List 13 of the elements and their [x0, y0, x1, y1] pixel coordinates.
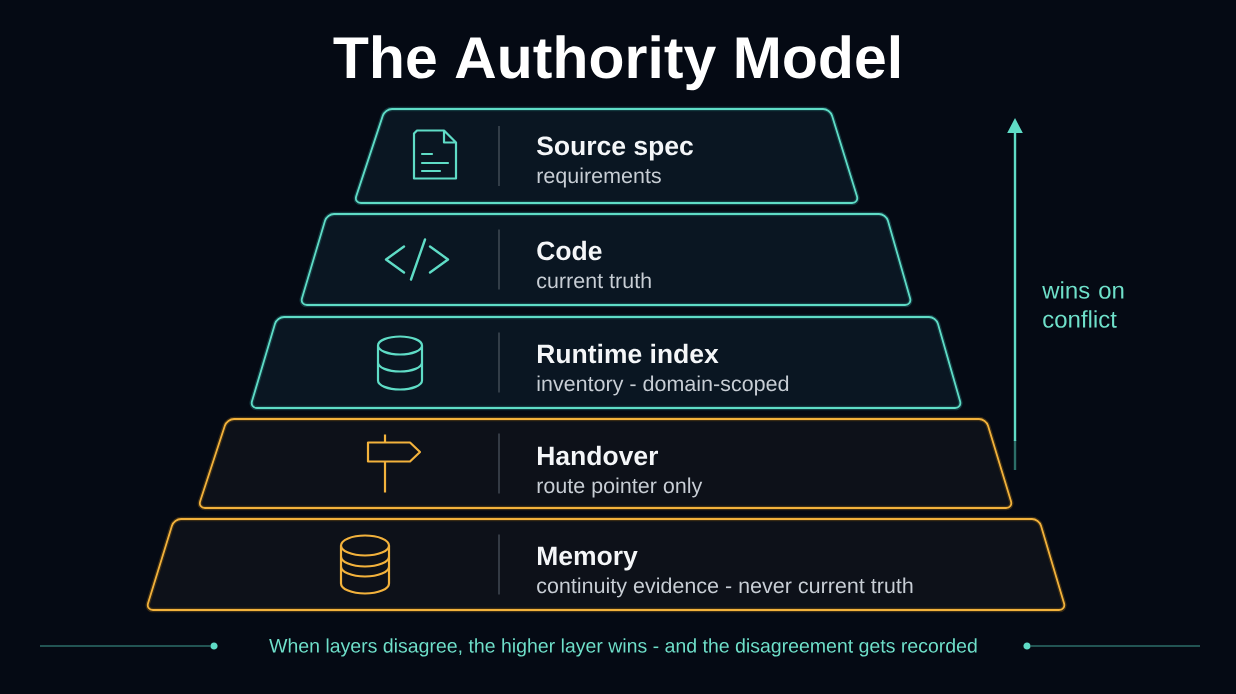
layer-title: Memory	[538, 546, 638, 571]
title: The Authority Model	[333, 35, 899, 91]
layer-subtitle: requirements	[537, 167, 661, 188]
layer-subtitle: route pointer only	[537, 477, 703, 498]
layer-subtitle: continuity evidence - never current truth	[537, 577, 913, 598]
caption: When layers disagree, the higher layer wins - and the disagreement gets recorded	[269, 638, 977, 657]
layer-subtitle: current truth	[537, 272, 651, 289]
layer-title: Runtime index	[538, 343, 719, 364]
layer-title: Source spec	[537, 136, 693, 161]
layer-title: Code	[537, 240, 602, 261]
side-label: wins on conflict	[1042, 281, 1124, 328]
layer-title: Handover	[538, 445, 659, 466]
layer-subtitle: inventory - domain-scoped	[537, 375, 789, 396]
